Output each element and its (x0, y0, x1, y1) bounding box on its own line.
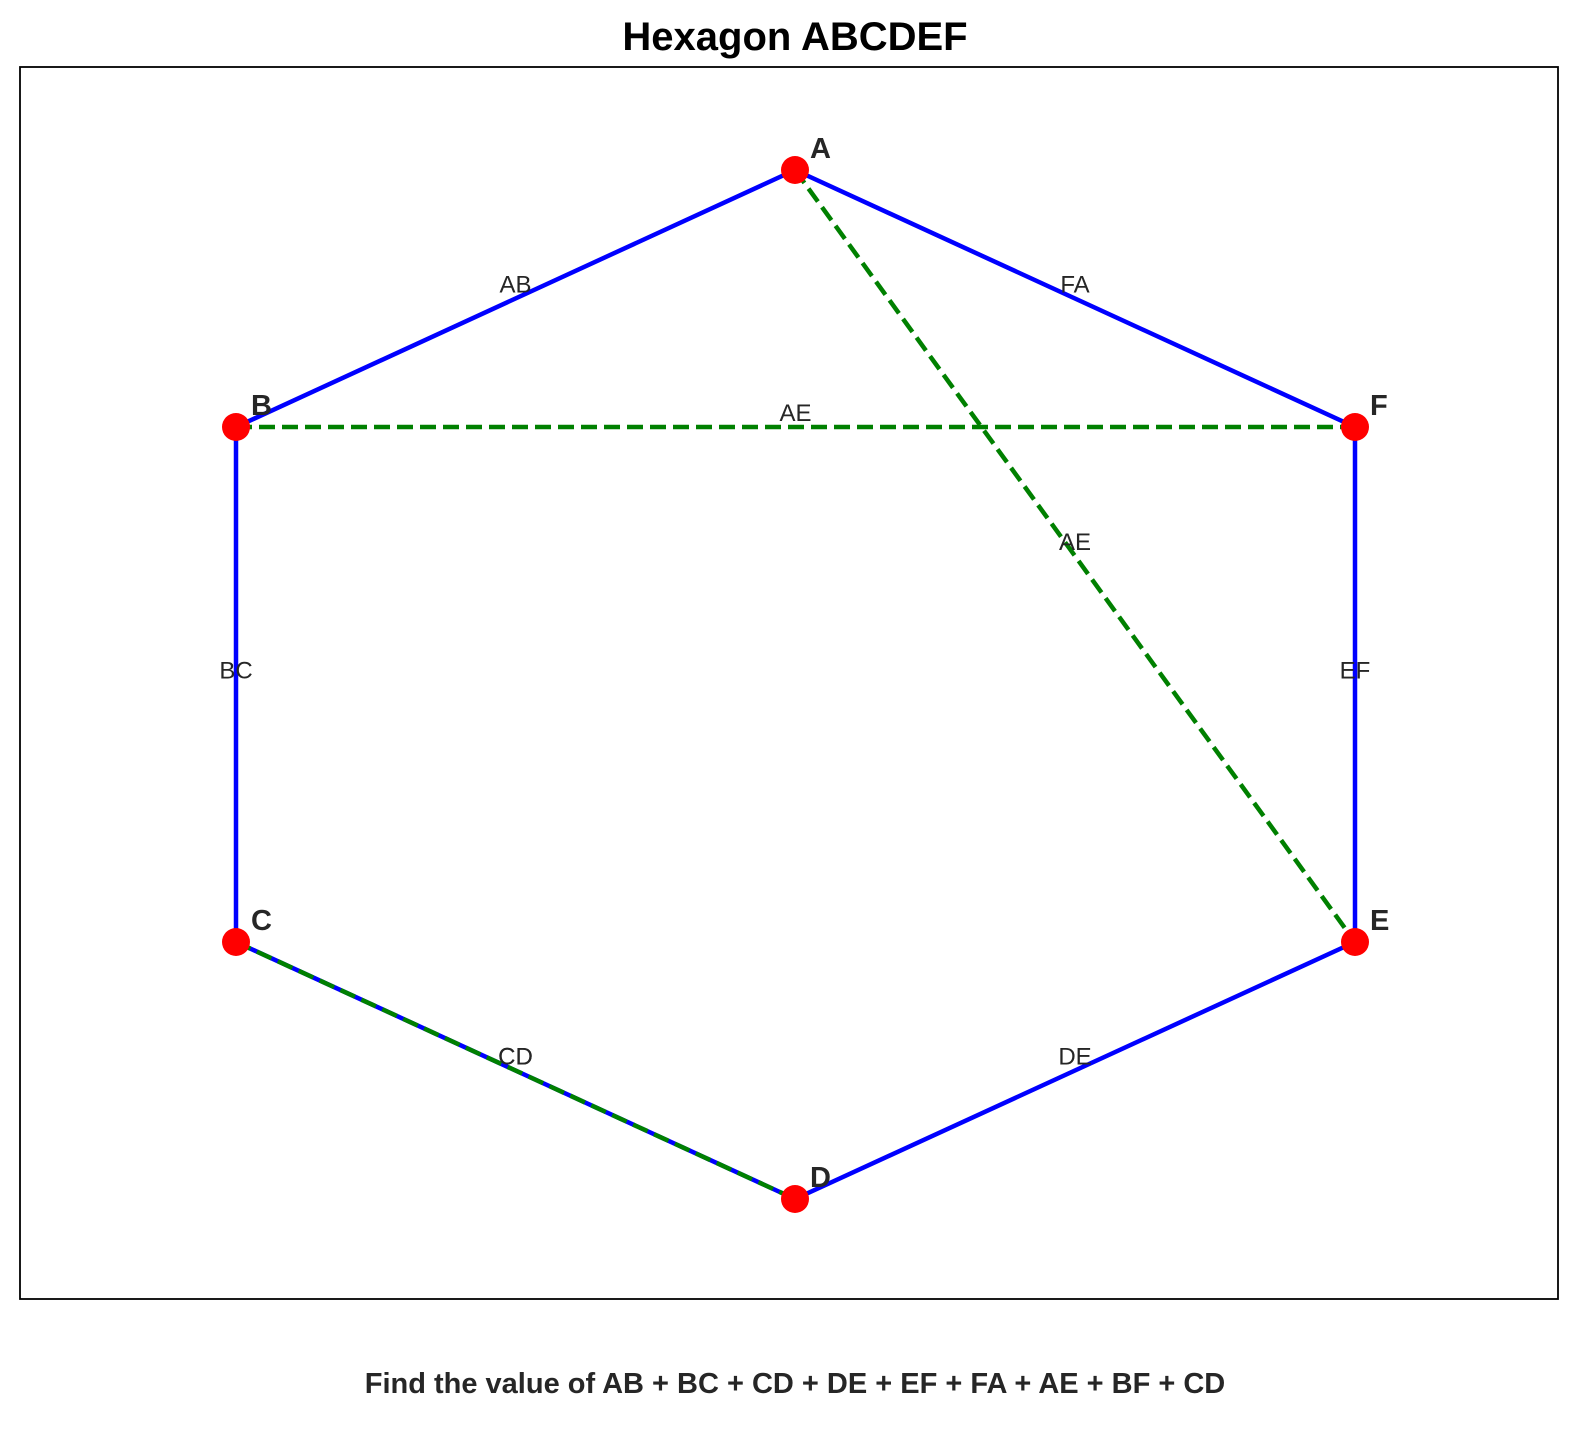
vertex-label-a: A (810, 133, 831, 165)
hexagon-diagonals (235, 168, 1357, 1202)
side-fa (792, 167, 1358, 430)
side-label-ef: EF (1340, 658, 1371, 685)
side-label-ab: AB (499, 272, 531, 299)
diagonal-label-ae: AE (1059, 529, 1091, 556)
side-label-cd: CD (498, 1044, 533, 1071)
side-label-bc: BC (219, 658, 252, 685)
diagonal-label-cd: CD (498, 1044, 533, 1071)
diagonal-ae (793, 168, 1357, 944)
vertex-labels: ABCDEF (251, 133, 1389, 1194)
vertex-label-d: D (810, 1162, 831, 1194)
vertex-label-c: C (251, 905, 272, 937)
diagonal-cd (235, 939, 796, 1202)
vertex-point-d (781, 1185, 809, 1213)
vertex-point-b (222, 413, 250, 441)
side-de (792, 939, 1358, 1202)
hexagon-vertices (222, 156, 1369, 1213)
plot-frame (19, 66, 1559, 1300)
question-text: Find the value of AB + BC + CD + DE + EF… (365, 1368, 1226, 1400)
vertex-label-b: B (251, 390, 272, 422)
figure-title: Hexagon ABCDEF (622, 15, 967, 59)
vertex-label-e: E (1370, 905, 1389, 937)
vertex-point-f (1341, 413, 1369, 441)
vertex-label-f: F (1370, 390, 1388, 422)
side-label-de: DE (1058, 1044, 1091, 1071)
side-ab (233, 167, 798, 430)
side-label-fa: FA (1060, 272, 1089, 299)
vertex-point-e (1341, 928, 1369, 956)
vertex-point-c (222, 928, 250, 956)
diagonal-label-bf: AE (779, 400, 811, 427)
vertex-point-a (781, 156, 809, 184)
